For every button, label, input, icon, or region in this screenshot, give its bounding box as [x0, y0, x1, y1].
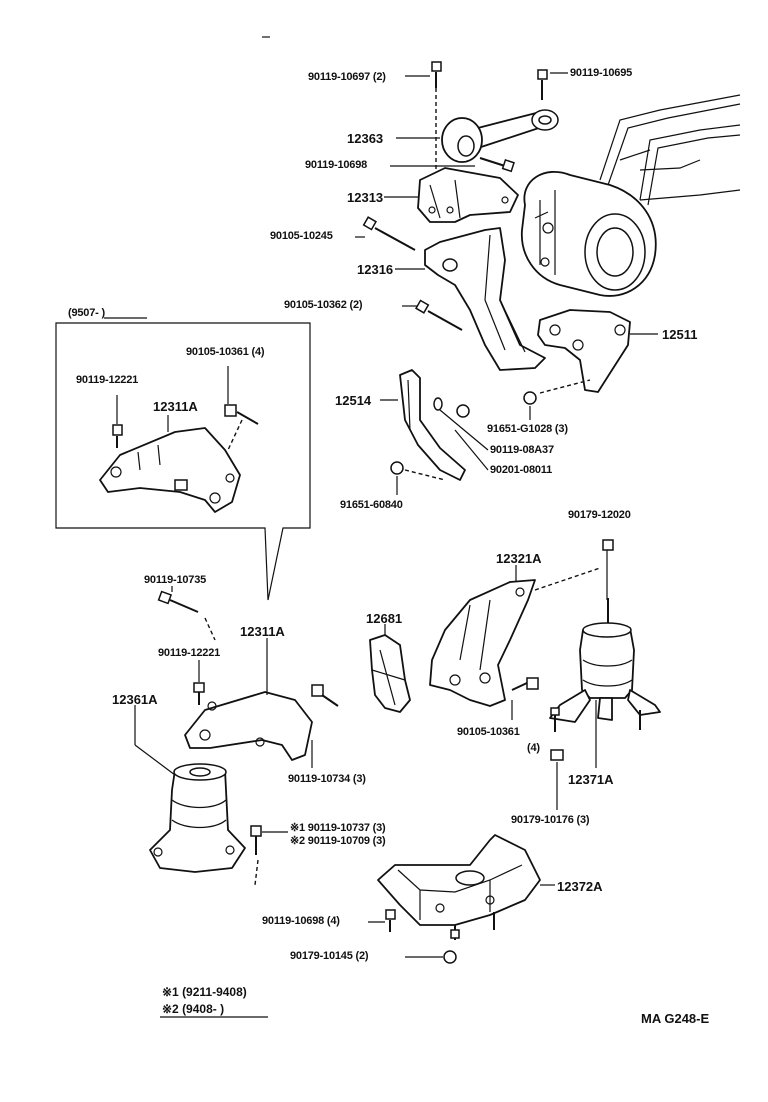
part-90119-10737: ※1 90119-10737 (3)	[290, 822, 386, 834]
part-90105-10361-4: 90105-10361 (4)	[186, 346, 265, 358]
bolt-90119-10737	[250, 825, 288, 855]
part-90119-12221-b: 90119-12221	[158, 647, 221, 659]
legend-note-2: ※2 (9408- )	[162, 1002, 225, 1016]
part-12311A-a: 12311A	[153, 399, 198, 414]
part-90119-10698-b: 90119-10698 (4)	[262, 915, 340, 927]
part-12363: 12363	[347, 131, 384, 146]
bolt-90119-10698-upper	[390, 157, 515, 173]
bracket-12316	[395, 227, 546, 371]
part-90119-10698-a: 90119-10698	[305, 159, 368, 171]
engine-mount-12371A	[549, 539, 661, 810]
part-12372A: 12372A	[557, 879, 603, 894]
part-90119-10734: 90119-10734 (3)	[288, 773, 366, 785]
bolt-90105-10245	[355, 216, 416, 251]
part-12361A: 12361A	[112, 692, 158, 707]
qty-4: (4)	[527, 742, 540, 754]
torque-rod-12363	[396, 109, 559, 163]
part-90119-10695: 90119-10695	[570, 67, 633, 79]
diagram-code: MA G248-E	[641, 1011, 710, 1026]
part-12514: 12514	[335, 393, 372, 408]
part-90119-08A37: 90119-08A37	[490, 444, 554, 456]
part-12313: 12313	[347, 190, 384, 205]
part-91651-G1028: 91651-G1028 (3)	[487, 423, 568, 435]
part-12316: 12316	[357, 262, 394, 277]
stay-12514	[380, 369, 489, 495]
part-90119-12221-a: 90119-12221	[76, 374, 139, 386]
inset-callout-box	[55, 317, 311, 601]
part-90119-10709: ※2 90119-10709 (3)	[290, 835, 386, 847]
part-90119-10697: 90119-10697 (2)	[308, 71, 386, 83]
part-12681-shape	[369, 624, 411, 713]
part-12311A-b: 12311A	[240, 624, 285, 639]
part-90179-10145: 90179-10145 (2)	[290, 950, 369, 962]
part-90119-10735: 90119-10735	[144, 574, 207, 586]
engine-mount-12361A	[134, 705, 259, 886]
legend-note-1: ※1 (9211-9408)	[162, 985, 247, 999]
date-range-9507: (9507- )	[68, 307, 105, 319]
bolt-90119-10695	[537, 69, 568, 100]
part-12511: 12511	[662, 327, 698, 342]
bracket-12313	[384, 167, 519, 223]
part-90201-08011: 90201-08011	[490, 464, 553, 476]
part-12321A: 12321A	[496, 551, 542, 566]
bracket-12511	[523, 309, 658, 405]
part-90179-12020: 90179-12020	[568, 509, 631, 521]
crossmember-12372A	[368, 834, 555, 964]
mount-bracket-12321A	[429, 565, 601, 720]
engine-block-outline	[599, 94, 741, 206]
part-90105-10362: 90105-10362 (2)	[284, 299, 363, 311]
inset-bracket-12311A	[99, 366, 259, 513]
bracket-12311A	[157, 586, 339, 768]
part-91651-60840: 91651-60840	[340, 499, 403, 511]
part-90105-10361: 90105-10361	[457, 726, 520, 738]
part-12681: 12681	[366, 611, 403, 626]
alternator	[521, 170, 657, 297]
part-12371A: 12371A	[568, 772, 614, 787]
bolt-90105-10362	[402, 299, 463, 331]
part-90105-10245: 90105-10245	[270, 230, 333, 242]
part-90179-10176: 90179-10176 (3)	[511, 814, 590, 826]
